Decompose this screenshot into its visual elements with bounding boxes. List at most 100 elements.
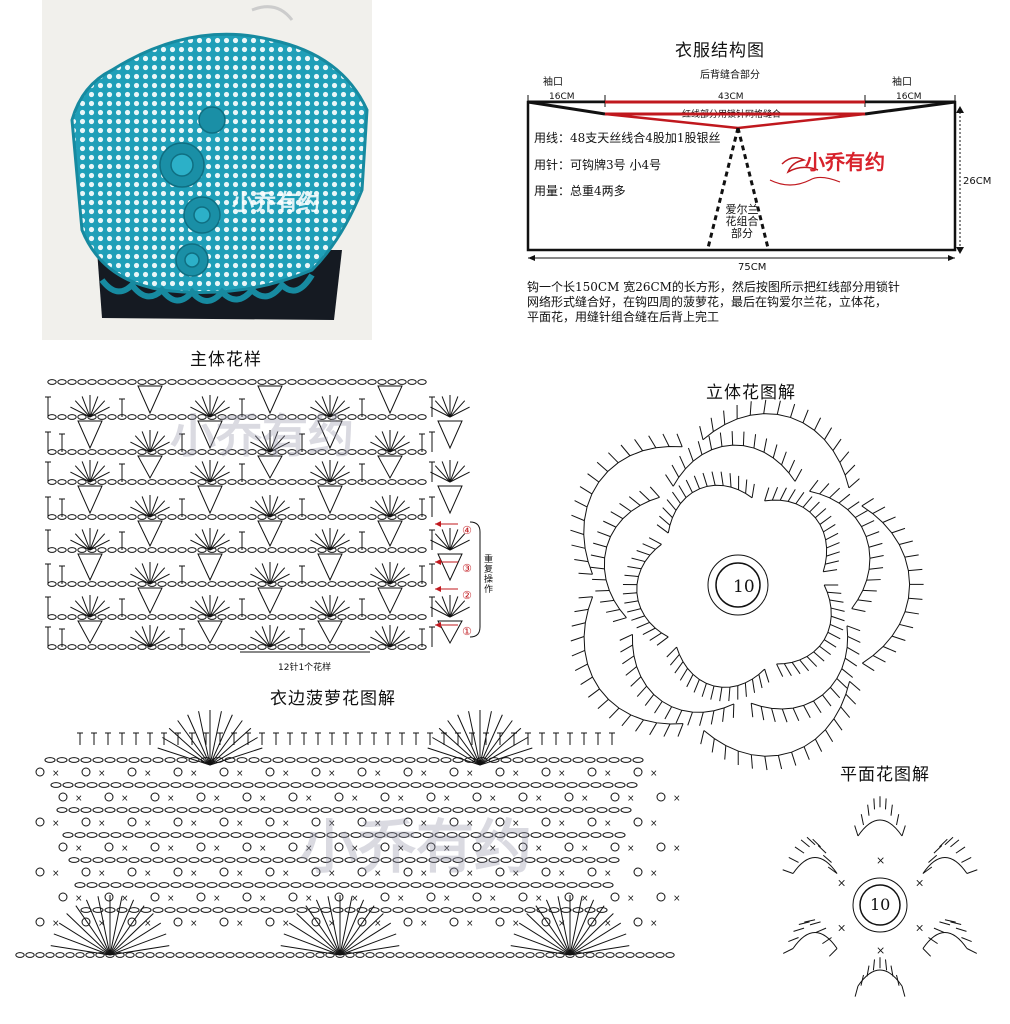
chain-stitch	[247, 449, 257, 455]
petal-stitch	[710, 710, 715, 725]
chain-stitch	[425, 952, 435, 958]
chain-stitch	[236, 857, 248, 863]
chain-stitch	[194, 882, 206, 888]
petal-stitch	[806, 656, 818, 667]
fan-stitch	[427, 747, 481, 766]
petal-stitch	[826, 542, 840, 549]
chain-stitch	[57, 414, 67, 420]
fan-stitch	[162, 737, 211, 766]
chain-stitch	[80, 757, 92, 763]
picot-stitch	[265, 867, 275, 877]
petal-stitch	[578, 596, 593, 599]
fan-stitch	[53, 933, 111, 956]
picot-stitch	[127, 817, 137, 827]
chain-stitch	[545, 952, 555, 958]
chain-stitch	[314, 882, 326, 888]
petal-stitch	[901, 825, 906, 837]
chain-stitch	[248, 807, 260, 813]
fan-stitch	[81, 461, 91, 483]
petal-stitch	[659, 515, 671, 526]
chain-stitch	[464, 807, 476, 813]
petal-stitch	[693, 475, 700, 489]
instruction-line-3: 平面花，用缝针组合缝在后背上完工	[527, 310, 720, 324]
chain-stitch	[197, 414, 207, 420]
sc-stitch: ×	[167, 894, 175, 904]
chain-stitch	[157, 547, 167, 553]
chain-stitch	[167, 479, 177, 485]
chain-stitch	[197, 644, 207, 650]
petal-stitch	[731, 431, 734, 446]
petal-stitch	[804, 919, 816, 923]
chain-stitch	[267, 614, 277, 620]
picot-stitch	[58, 842, 68, 852]
garment-illustration	[42, 0, 372, 340]
fan-stitch	[109, 905, 145, 956]
fan-stitch	[434, 600, 451, 618]
chain-stitch	[395, 952, 405, 958]
sc-stitch: ×	[604, 919, 612, 929]
chain-stitch	[227, 449, 237, 455]
sc-stitch: ×	[420, 819, 428, 829]
fan-stitch	[447, 720, 481, 766]
picot-stitch	[104, 892, 114, 902]
picot-stitch	[587, 867, 597, 877]
petal-stitch	[933, 845, 943, 854]
chain-stitch	[117, 449, 127, 455]
sc-stitch: ×	[236, 869, 244, 879]
picot-stitch	[633, 817, 643, 827]
chain-stitch	[260, 807, 272, 813]
sc-stitch: ×	[328, 769, 336, 779]
cuff-label-left: 袖口	[543, 77, 563, 88]
fan-stitch	[381, 431, 391, 453]
v-stitch	[317, 485, 343, 515]
sc-stitch: ×	[52, 919, 60, 929]
picot-stitch	[587, 767, 597, 777]
instruction-line-2: 网络形式缝合好，在钩四周的菠萝花，最后在钩爱尔兰花，立体花，	[527, 295, 888, 309]
fan-stitch	[329, 461, 339, 483]
fan-stitch	[66, 913, 111, 956]
chain-stitch	[127, 614, 137, 620]
petal-stitch	[764, 487, 770, 502]
chain-stitch	[337, 479, 347, 485]
chain-stitch	[297, 379, 307, 385]
picot-stitch	[35, 817, 45, 827]
picot-stitch	[495, 867, 505, 877]
chain-stitch	[177, 479, 187, 485]
sc-stitch: ×	[466, 819, 474, 829]
fan-stitch	[269, 563, 279, 585]
picot-stitch	[311, 817, 321, 827]
petal-stitch	[630, 676, 642, 687]
petal-stitch	[928, 937, 938, 945]
chain-stitch	[620, 757, 632, 763]
chain-stitch	[347, 379, 357, 385]
chain-stitch	[80, 857, 92, 863]
chain-stitch	[164, 757, 176, 763]
chain-stitch	[536, 857, 548, 863]
chain-stitch	[380, 857, 392, 863]
chain-stitch	[67, 414, 77, 420]
fan-stitch	[310, 539, 331, 551]
chain-stitch	[397, 449, 407, 455]
petal-stitch	[802, 409, 809, 424]
petal-stitch	[776, 663, 784, 677]
chain-stitch	[367, 414, 377, 420]
petal-stitch	[779, 487, 787, 501]
sc-stitch: ×	[627, 794, 635, 804]
petal-stitch	[608, 707, 620, 719]
petal-stitch	[675, 710, 683, 724]
chain-stitch	[227, 614, 237, 620]
picot-stitch	[35, 867, 45, 877]
chain-stitch	[146, 882, 158, 888]
chain-stitch	[296, 757, 308, 763]
chain-stitch	[50, 782, 62, 788]
picot-stitch	[541, 867, 551, 877]
petal-stitch	[610, 511, 624, 520]
fan-stitch	[269, 626, 279, 648]
chain-stitch	[152, 857, 164, 863]
petal-stitch	[608, 452, 619, 464]
chain-stitch	[25, 952, 35, 958]
chain-stitch	[242, 832, 254, 838]
chain-stitch	[86, 782, 98, 788]
center-ring-outer	[852, 877, 908, 933]
chain-stitch	[367, 614, 377, 620]
